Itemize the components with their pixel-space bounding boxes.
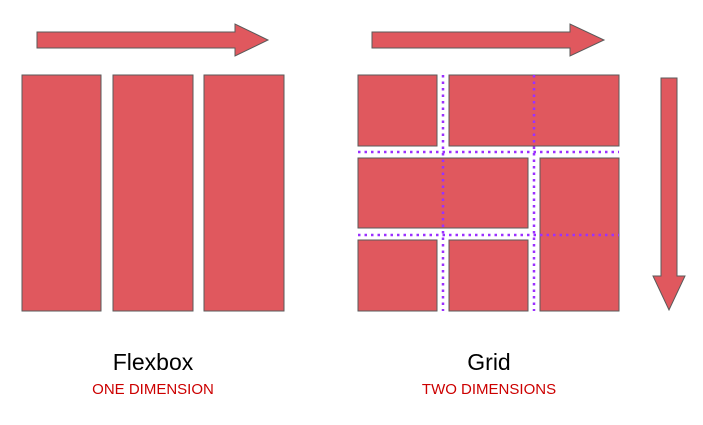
grid-title: Grid — [467, 349, 511, 375]
grid-subtitle: TWO DIMENSIONS — [421, 381, 557, 398]
flexbox-subtitle: ONE DIMENSION — [92, 381, 214, 398]
flex-item-1 — [21, 74, 102, 312]
grid-cell-1 — [357, 74, 438, 147]
flexbox-direction-arrow-icon — [36, 23, 270, 57]
grid-diagram — [357, 23, 686, 312]
grid-cell-6 — [448, 239, 529, 312]
flexbox-diagram — [21, 23, 285, 312]
flex-item-3 — [203, 74, 285, 312]
grid-vertical-arrow-icon — [652, 77, 686, 312]
grid-cell-5 — [357, 239, 438, 312]
flexbox-title: Flexbox — [112, 349, 194, 375]
flex-item-2 — [112, 74, 194, 312]
grid-lines — [358, 75, 619, 311]
grid-horizontal-arrow-icon — [371, 23, 606, 57]
